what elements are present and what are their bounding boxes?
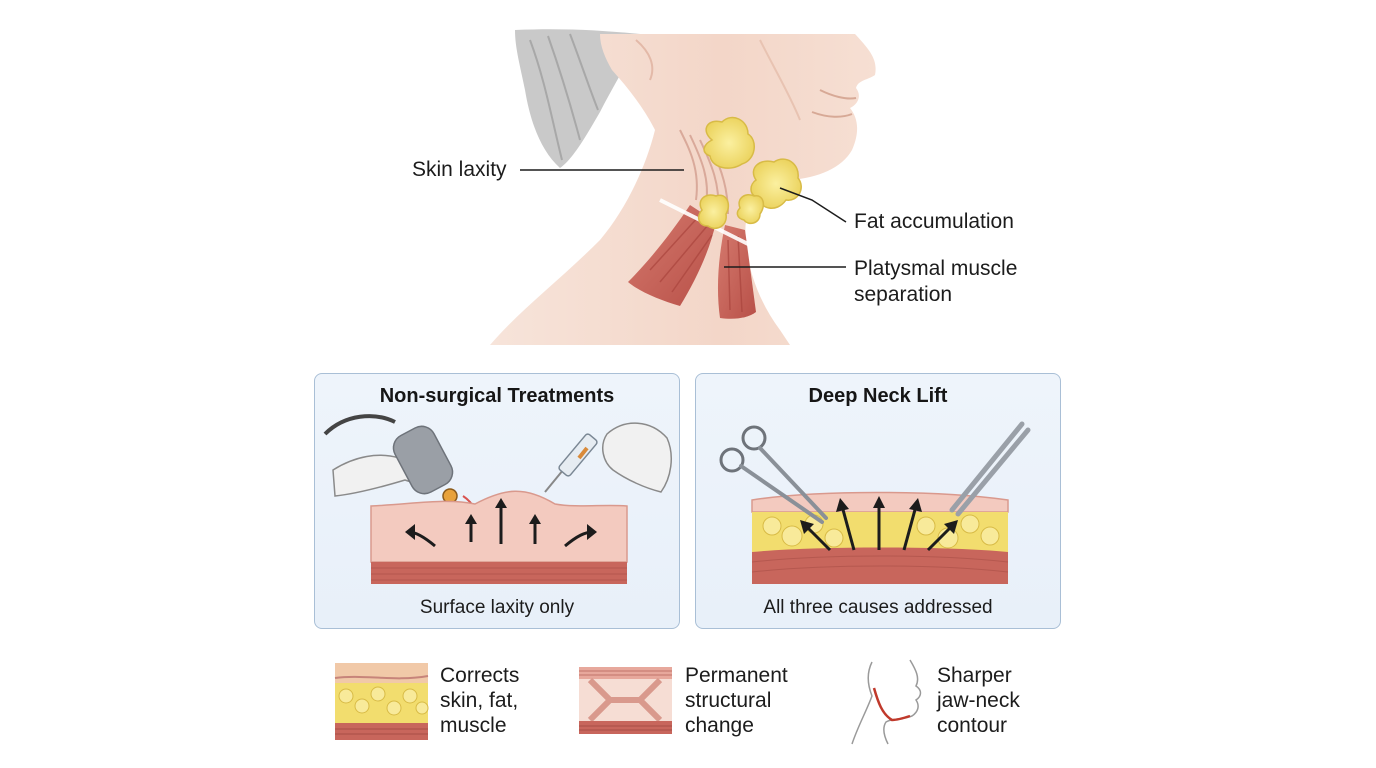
benefit-line: Permanent: [685, 664, 788, 687]
benefit-line: skin, fat,: [440, 689, 519, 712]
structural-tissue-icon: [579, 667, 672, 734]
panel-caption: Surface laxity only: [419, 597, 575, 618]
benefit-text-sharper: Sharper jaw-neck contour: [937, 663, 1077, 738]
benefit-line: Corrects: [440, 664, 520, 687]
deep-neck-lift-illustration: [719, 421, 1031, 584]
submental-fat-pads: [697, 116, 802, 230]
panel-deep-neck-lift: Deep Neck Lift: [695, 373, 1061, 629]
panel-title: Deep Neck Lift: [808, 385, 948, 407]
benefit-line: contour: [937, 714, 1008, 737]
label-fat-accumulation: Fat accumulation: [854, 210, 1014, 233]
head-neck-skin: [490, 34, 876, 345]
jaw-neck-profile-icon: [851, 659, 922, 745]
non-surgical-illustration: [323, 414, 673, 584]
panel-caption: All three causes addressed: [763, 597, 993, 618]
platysma-muscle-right: [717, 225, 756, 319]
platysma-muscle-left: [628, 205, 716, 306]
label-skin-laxity: Skin laxity: [412, 158, 507, 181]
panel-non-surgical: Non-surgical Treatments: [314, 373, 680, 629]
benefit-line: Sharper: [937, 664, 1012, 687]
label-platysmal-muscle: Platysmal muscle: [854, 257, 1018, 280]
benefit-line: muscle: [440, 714, 507, 737]
panel-title: Non-surgical Treatments: [379, 385, 615, 407]
benefit-line: jaw-neck: [937, 689, 1020, 712]
benefit-text-permanent: Permanent structural change: [685, 663, 825, 738]
neck-anatomy-illustration: [490, 29, 876, 345]
benefit-text-corrects: Corrects skin, fat, muscle: [440, 663, 580, 738]
benefit-line: change: [685, 714, 754, 737]
label-separation: separation: [854, 283, 953, 306]
skin-fat-muscle-layers-icon: [334, 663, 429, 740]
benefit-line: structural: [685, 689, 772, 712]
